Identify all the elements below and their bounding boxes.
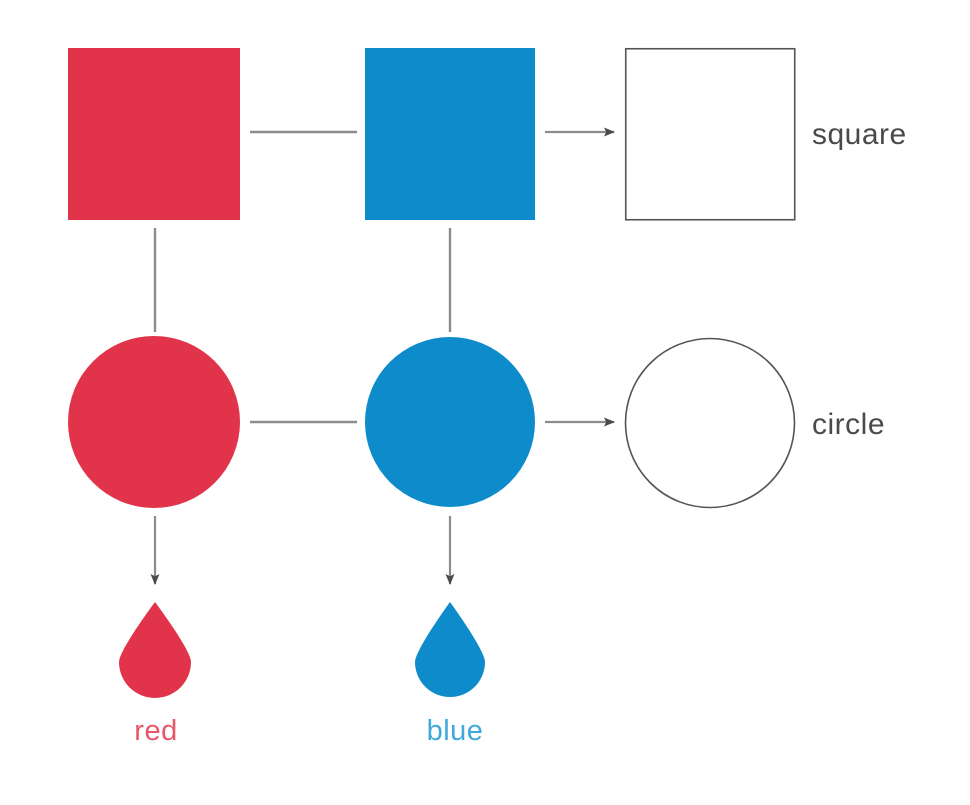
blue-square-shape [365,48,535,220]
blue-circle-shape [365,337,535,507]
blue-color-label: blue [427,715,484,747]
red-circle-shape [68,336,240,508]
blue-droplet-shape [415,602,485,697]
square-row-label: square [812,118,907,151]
red-square-shape [68,48,240,220]
circle-row-label: circle [812,408,885,441]
outline-square-shape [624,47,796,221]
red-droplet-shape [119,602,191,698]
red-color-label: red [134,715,177,747]
outline-circle-shape [624,337,796,509]
